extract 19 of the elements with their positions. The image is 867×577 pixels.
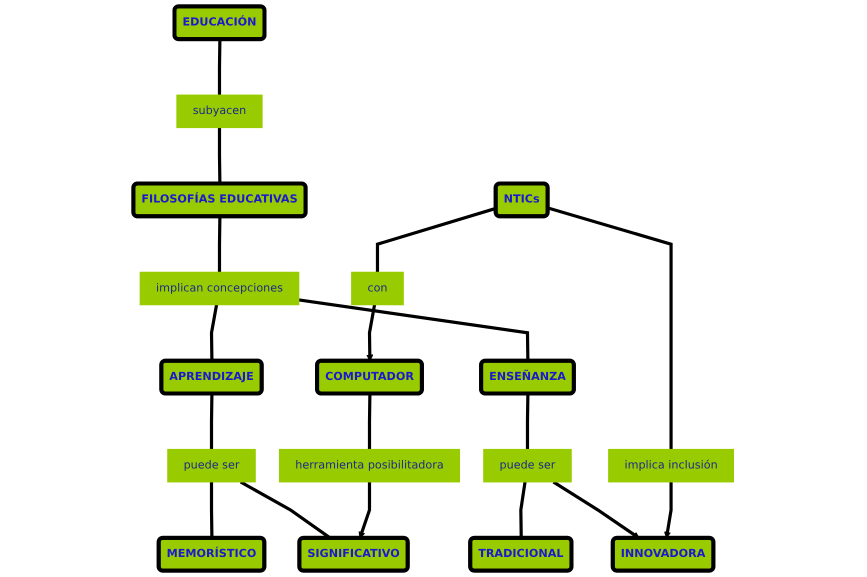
node-box: implica inclusión	[608, 448, 734, 482]
connector	[519, 482, 527, 538]
connector	[210, 394, 214, 450]
connector	[526, 394, 530, 450]
connector	[210, 482, 214, 538]
connector	[298, 298, 530, 362]
connector	[548, 206, 673, 450]
node-box: puede ser	[483, 448, 572, 482]
connector	[210, 304, 218, 362]
connector	[368, 394, 372, 450]
connector	[218, 128, 222, 184]
node-box: subyacen	[176, 94, 263, 128]
node-box: implican concepciones	[140, 272, 300, 306]
connector	[218, 216, 222, 272]
arrow	[366, 304, 376, 362]
node-box: herramienta posibilitadora	[278, 448, 460, 482]
connector	[218, 39, 222, 95]
node-box: con	[351, 272, 404, 306]
node-box: puede ser	[167, 448, 256, 482]
